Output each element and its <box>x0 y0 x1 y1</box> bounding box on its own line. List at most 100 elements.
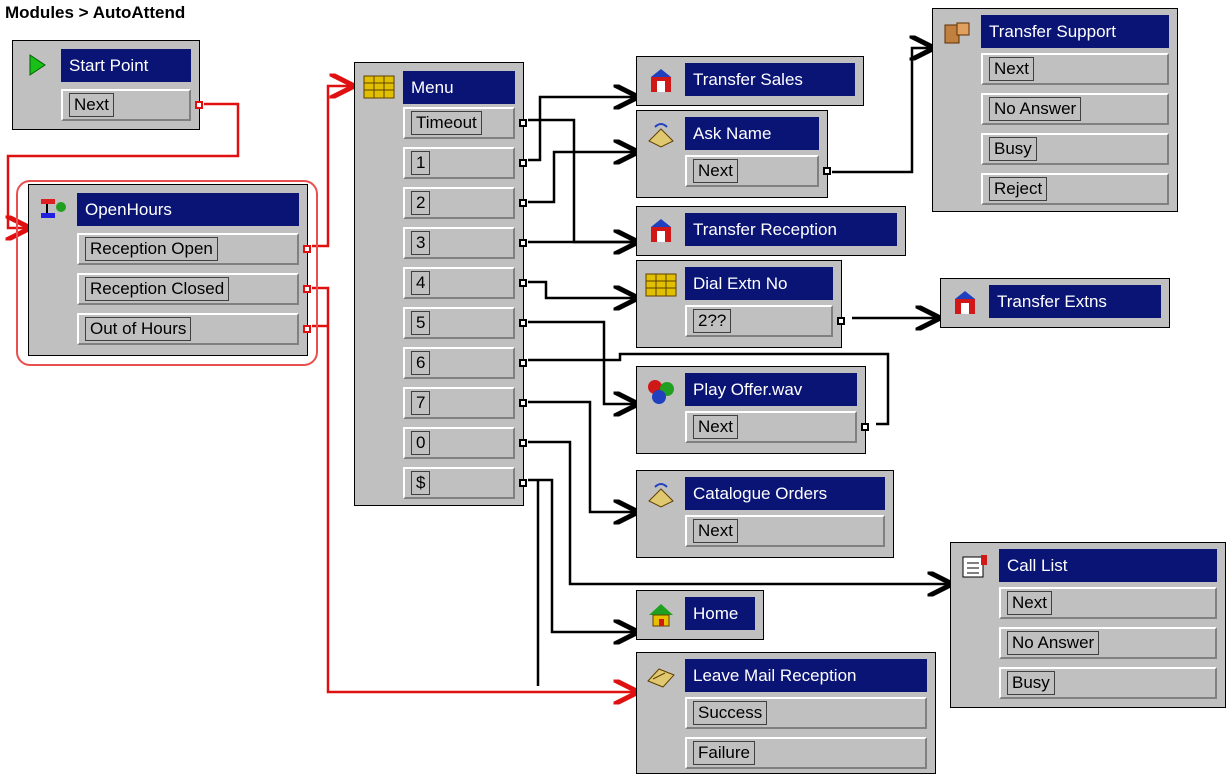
node-port-timeout[interactable]: Timeout <box>403 107 527 139</box>
keypad-icon <box>645 271 677 299</box>
node-title: Call List <box>999 549 1217 582</box>
node-port-next[interactable]: Next <box>999 587 1217 619</box>
wire-askname-to-support <box>832 48 932 174</box>
exit-port[interactable] <box>303 325 311 333</box>
node-transfer-reception[interactable]: Transfer Reception <box>636 206 906 256</box>
node-port-failure[interactable]: Failure <box>685 737 927 769</box>
call-list-icon <box>959 553 991 581</box>
node-port-1[interactable]: 1 <box>403 147 527 179</box>
node-transfer-extns[interactable]: Transfer Extns <box>940 278 1170 328</box>
node-port-reception-open[interactable]: Reception Open <box>77 233 311 265</box>
wire-dollar-to-home <box>528 478 636 632</box>
wire-1-to-sales <box>528 97 636 162</box>
transfer-icon <box>949 289 981 317</box>
node-port-5[interactable]: 5 <box>403 307 527 339</box>
wire-reception-open-to-menu <box>312 86 352 248</box>
node-port-next[interactable]: Next <box>61 89 203 121</box>
time-profile-icon <box>37 195 69 223</box>
node-port-out-of-hours[interactable]: Out of Hours <box>77 313 311 345</box>
node-port-2[interactable]: 2 <box>403 187 527 219</box>
node-transfer-sales[interactable]: Transfer Sales <box>636 56 864 106</box>
exit-port[interactable] <box>823 167 831 175</box>
speak-icon <box>645 481 677 509</box>
node-port-no-answer[interactable]: No Answer <box>999 627 1217 659</box>
exit-port[interactable] <box>519 159 527 167</box>
node-transfer-support[interactable]: Transfer Support Next No Answer Busy Rej… <box>932 8 1178 212</box>
node-title: Home <box>685 597 755 630</box>
wire-start-to-openhours <box>8 102 240 228</box>
selection-outline <box>16 180 318 366</box>
node-port-no-answer[interactable]: No Answer <box>981 93 1169 125</box>
node-port-7[interactable]: 7 <box>403 387 527 419</box>
node-port-busy[interactable]: Busy <box>981 133 1169 165</box>
exit-port[interactable] <box>519 439 527 447</box>
node-port-success[interactable]: Success <box>685 697 927 729</box>
node-port-dollar[interactable]: $ <box>403 467 527 499</box>
node-ask-name[interactable]: Ask Name Next <box>636 110 831 198</box>
keypad-icon <box>363 73 395 101</box>
exit-port[interactable] <box>861 423 869 431</box>
node-title: Menu <box>403 71 515 104</box>
node-title: Ask Name <box>685 117 819 150</box>
node-port-reception-closed[interactable]: Reception Closed <box>77 273 311 305</box>
wire-6-to-playoffer <box>528 352 890 426</box>
node-port-3[interactable]: 3 <box>403 227 527 259</box>
node-start-point[interactable]: Start Point Next <box>12 40 203 130</box>
node-play-offer[interactable]: Play Offer.wav Next <box>636 366 869 454</box>
breadcrumb: Modules > AutoAttend <box>5 3 186 22</box>
node-call-list[interactable]: Call List Next No Answer Busy <box>950 542 1226 708</box>
exit-port[interactable] <box>519 199 527 207</box>
node-port-0[interactable]: 0 <box>403 427 527 459</box>
exit-port[interactable] <box>519 319 527 327</box>
wire-closed-to-leavemail <box>312 286 636 692</box>
exit-port[interactable] <box>519 359 527 367</box>
node-port-reject[interactable]: Reject <box>981 173 1169 205</box>
transfer-icon <box>645 67 677 95</box>
node-leave-mail-reception[interactable]: Leave Mail Reception Success Failure <box>636 652 936 774</box>
wire-2-to-askname <box>528 152 636 204</box>
node-openhours[interactable]: OpenHours Reception Open Reception Close… <box>28 184 311 356</box>
node-port-next[interactable]: Next <box>685 155 831 187</box>
wire-7-to-catalogue <box>528 400 636 512</box>
node-title: Leave Mail Reception <box>685 659 927 692</box>
node-title: Transfer Reception <box>685 213 897 246</box>
node-catalogue-orders[interactable]: Catalogue Orders Next <box>636 470 894 558</box>
exit-port[interactable] <box>519 119 527 127</box>
node-port-4[interactable]: 4 <box>403 267 527 299</box>
node-title: Catalogue Orders <box>685 477 885 510</box>
node-title: Start Point <box>61 49 191 82</box>
node-port-2qq[interactable]: 2?? <box>685 305 845 337</box>
node-title: Transfer Extns <box>989 285 1161 318</box>
exit-port[interactable] <box>837 317 845 325</box>
voicemail-icon <box>645 663 677 691</box>
node-menu[interactable]: Menu Timeout 1 2 3 4 5 6 7 0 $ <box>354 62 527 506</box>
node-title: Play Offer.wav <box>685 373 857 406</box>
node-dial-extn-no[interactable]: Dial Extn No 2?? <box>636 260 845 348</box>
node-port-6[interactable]: 6 <box>403 347 527 379</box>
transfer-icon <box>645 217 677 245</box>
wire-timeout-to-reception <box>528 118 636 242</box>
wire-4-to-dialextn <box>528 280 636 298</box>
speak-icon <box>645 121 677 149</box>
exit-port[interactable] <box>519 479 527 487</box>
node-title: OpenHours <box>77 193 299 226</box>
node-port-busy[interactable]: Busy <box>999 667 1217 699</box>
exit-port[interactable] <box>195 101 203 109</box>
node-title: Transfer Sales <box>685 63 855 96</box>
node-port-next[interactable]: Next <box>685 411 869 443</box>
exit-port[interactable] <box>519 399 527 407</box>
home-icon <box>645 601 677 629</box>
exit-port[interactable] <box>303 245 311 253</box>
start-play-icon <box>21 51 53 79</box>
node-port-next[interactable]: Next <box>981 53 1169 85</box>
node-title: Transfer Support <box>981 15 1169 48</box>
exit-port[interactable] <box>303 285 311 293</box>
node-home[interactable]: Home <box>636 590 764 640</box>
wire-5-to-playoffer <box>528 320 636 404</box>
assisted-transfer-icon <box>941 19 973 47</box>
wire-0-to-calllist <box>528 440 950 584</box>
node-port-next[interactable]: Next <box>685 515 885 547</box>
exit-port[interactable] <box>519 239 527 247</box>
exit-port[interactable] <box>519 279 527 287</box>
